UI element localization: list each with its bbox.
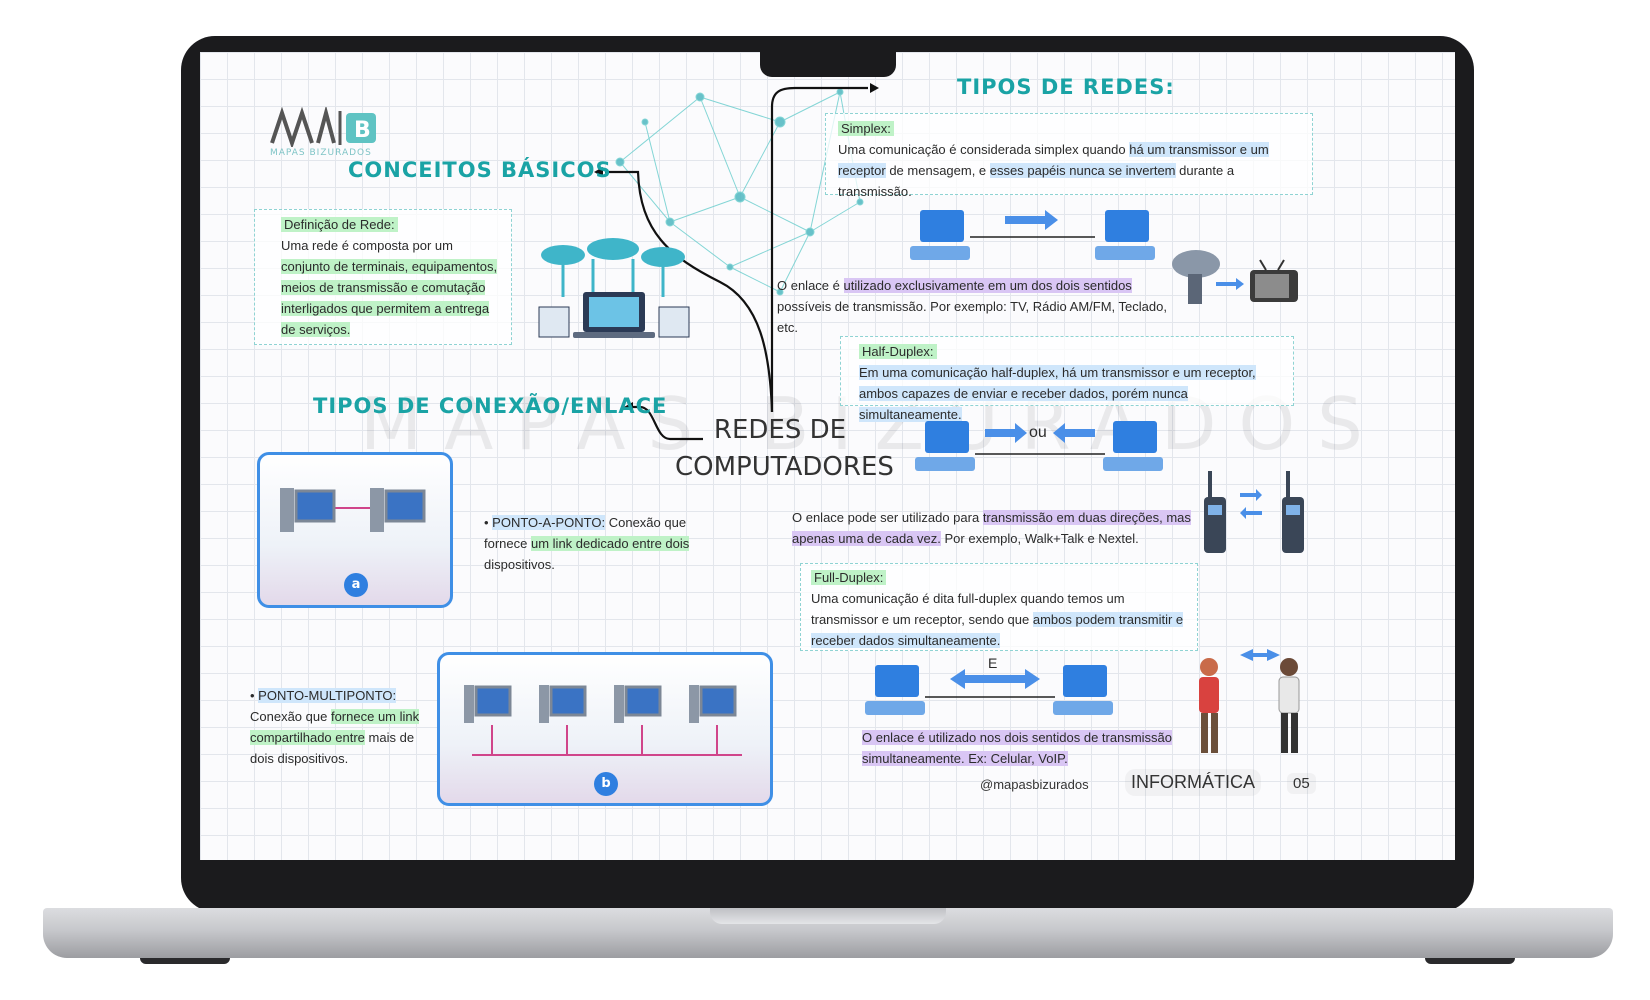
simplex-enlace-hl: utilizado exclusivamente em um dos dois … — [843, 278, 1132, 293]
arrow-heads — [594, 83, 879, 412]
heading-tipos-conexao: TIPOS DE CONEXÃO/ENLACE — [313, 394, 668, 418]
computer-icon-right — [1103, 421, 1163, 471]
definicao-rede-highlight: conjunto de terminais, equipamentos, mei… — [281, 259, 498, 337]
antenna-tv-icon — [1172, 250, 1298, 304]
simplex-p1: Uma comunicação é considerada simplex qu… — [838, 142, 1126, 157]
multiponto-text1: Conexão que — [250, 709, 328, 724]
arrow-left-icon — [1053, 423, 1095, 443]
multiponto-text2: mais de dois dispositivos. — [250, 730, 415, 766]
full-duplex-tag: Full-Duplex: — [811, 570, 887, 585]
ponto-a-ponto-text: • PONTO-A-PONTO: Conexão que fornece um … — [484, 515, 690, 572]
half-duplex-ou: ou — [1029, 424, 1047, 441]
footer-subject: INFORMÁTICA — [1125, 769, 1261, 796]
half-duplex-diagram — [915, 421, 1163, 471]
footer-handle: @mapasbizurados — [980, 777, 1089, 792]
computer-icon-left — [910, 210, 970, 260]
ponto-a-ponto-text1: Conexão que fornece — [484, 515, 687, 551]
computer-icon-left — [865, 665, 925, 715]
laptop-base-groove — [710, 908, 946, 924]
ponto-a-ponto-text2: dispositivos. — [484, 557, 555, 572]
half-duplex-enlace-b: Por exemplo, Walk+Talk e Nextel. — [944, 531, 1139, 546]
computer-icon-right — [1053, 665, 1113, 715]
half-duplex-box: Half-Duplex: Em uma comunicação half-dup… — [840, 336, 1294, 422]
simplex-p2: de mensagem, e — [889, 163, 987, 178]
simplex-box: Simplex: Uma comunicação é considerada s… — [825, 113, 1313, 199]
multiponto-label: PONTO-MULTIPONTO: — [258, 688, 397, 703]
half-duplex-enlace-text: O enlace pode ser utilizado para transmi… — [792, 507, 1192, 549]
full-duplex-diagram — [865, 665, 1113, 715]
multiponto-card: b — [437, 652, 773, 806]
diagram-lines — [594, 83, 879, 441]
network-globe-icon — [615, 88, 864, 296]
simplex-p2-hl: esses papéis nunca se invertem — [989, 163, 1176, 178]
two-computers-icon — [280, 488, 426, 532]
simplex-p3: durante a transmissão. — [838, 163, 1235, 199]
connector-lines — [605, 86, 868, 441]
ponto-a-ponto-highlight: um link dedicado entre dois — [531, 536, 690, 551]
full-duplex-enlace-hl: O enlace é utilizado nos dois sentidos d… — [862, 730, 1173, 766]
walkie-talkie-icon — [1204, 471, 1304, 553]
simplex-enlace-b: possíveis de transmissão. Por exemplo: T… — [777, 299, 1167, 335]
simplex-tag: Simplex: — [838, 121, 894, 136]
multiponto-text: • PONTO-MULTIPONTO: Conexão que fornece … — [250, 688, 420, 766]
simplex-enlace-text: O enlace é utilizado exclusivamente em u… — [777, 275, 1172, 338]
simplex-enlace-a: O enlace é — [777, 278, 840, 293]
definicao-rede-box: Definição de Rede: Uma rede é composta p… — [254, 209, 512, 345]
definicao-rede-tag: Definição de Rede: — [281, 217, 398, 232]
screen-notch — [760, 51, 896, 77]
laptop-foot-right — [1425, 958, 1515, 964]
four-computers-icon — [464, 685, 742, 756]
arrow-right-icon — [1005, 210, 1058, 230]
cloud-computing-icon — [538, 238, 690, 338]
computer-icon-left — [915, 421, 975, 471]
full-duplex-text1: Uma comunicação é dita full-duplex quand… — [811, 591, 1125, 627]
heading-conceitos-basicos: CONCEITOS BÁSICOS — [348, 158, 612, 182]
center-title: REDES DE COMPUTADORES — [675, 412, 894, 486]
arrow-right-icon — [985, 423, 1027, 443]
full-duplex-box: Full-Duplex: Uma comunicação é dita full… — [800, 563, 1198, 651]
ponto-a-ponto-label: PONTO-A-PONTO: — [492, 515, 606, 530]
center-title-line1: REDES DE — [713, 415, 847, 445]
footer-page-number: 05 — [1287, 773, 1316, 794]
double-arrow-icon — [950, 669, 1040, 689]
simplex-diagram — [910, 210, 1155, 260]
people-talking-icon — [1199, 649, 1300, 753]
svg-text:B: B — [354, 118, 371, 143]
laptop-screen: MAPAS BIZURADOS — [200, 52, 1455, 860]
half-duplex-tag: Half-Duplex: — [859, 344, 937, 359]
badge-a: a — [344, 573, 368, 597]
heading-tipos-redes: TIPOS DE REDES: — [957, 75, 1175, 99]
center-title-line2: COMPUTADORES — [675, 452, 894, 482]
logo-brand-text: MAPAS BIZURADOS — [270, 148, 372, 158]
half-duplex-enlace-a: O enlace pode ser utilizado para — [792, 510, 980, 525]
definicao-rede-intro: Uma rede é composta por um — [281, 238, 453, 253]
mapas-bizurados-logo: B — [270, 107, 376, 147]
ponto-a-ponto-card: a — [257, 452, 453, 608]
full-duplex-enlace-text: O enlace é utilizado nos dois sentidos d… — [862, 727, 1182, 769]
laptop-foot-left — [140, 958, 230, 964]
badge-b: b — [594, 772, 618, 796]
computer-icon-right — [1095, 210, 1155, 260]
full-duplex-e: E — [988, 655, 998, 671]
